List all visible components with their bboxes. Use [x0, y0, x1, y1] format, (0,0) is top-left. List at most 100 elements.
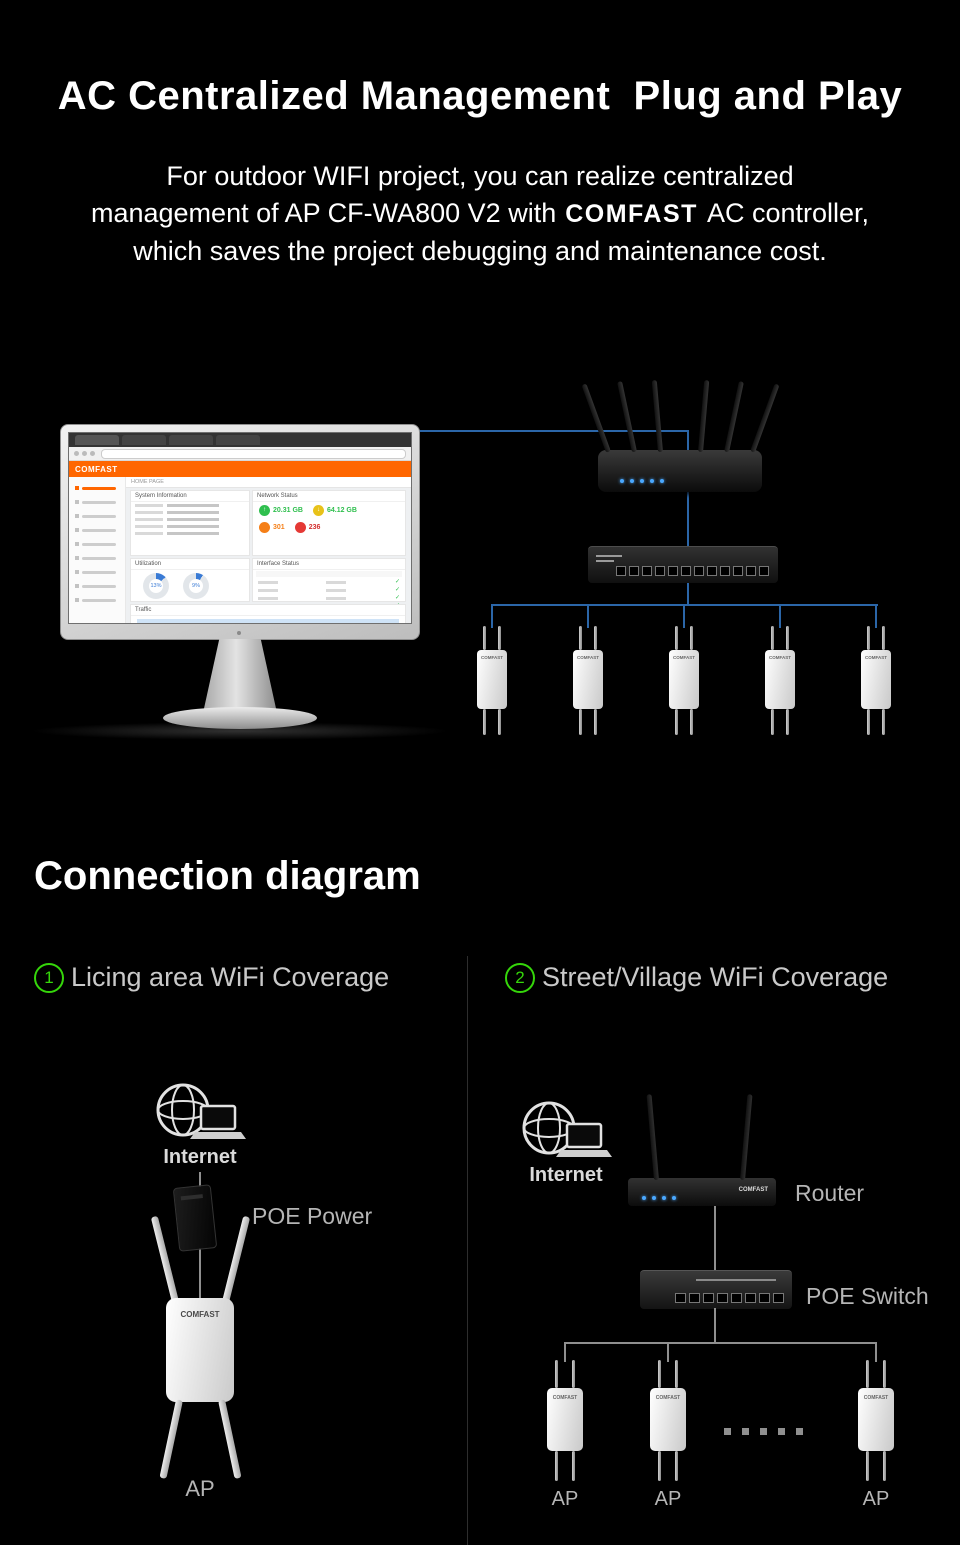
switch-ports	[675, 1293, 784, 1303]
connector-ap-drop-2	[587, 604, 589, 628]
sidebar-item	[69, 537, 125, 551]
browser-address-bar	[69, 447, 411, 461]
monitor-base	[163, 707, 317, 729]
sidebar-item	[69, 481, 125, 495]
ap-label: AP	[185, 1476, 215, 1501]
circled-number-1: 1	[34, 962, 64, 993]
router-antenna	[646, 1094, 659, 1181]
sessions-value: 301	[273, 524, 285, 531]
ap-device: COMFAST	[765, 626, 795, 736]
connector-router-drop	[687, 430, 689, 454]
router-antenna	[651, 380, 663, 453]
ap-label: AP	[654, 1488, 682, 1510]
more-aps-dots	[724, 1428, 803, 1435]
router-antenna	[581, 383, 611, 453]
upload-icon: ↑	[259, 505, 270, 516]
column-divider	[467, 956, 468, 1545]
router-leds	[620, 479, 664, 483]
system-info-card: System Information	[130, 490, 250, 556]
ap-logo: COMFAST	[577, 655, 599, 660]
line-ap-drop-1	[564, 1342, 566, 1362]
sessions-icon	[259, 522, 270, 533]
ap-label: AP	[551, 1488, 579, 1510]
sidebar-item	[69, 509, 125, 523]
connector-ap-drop-1	[491, 604, 493, 628]
browser-tab	[216, 435, 260, 445]
router-antenna	[617, 381, 637, 453]
monitor-stand	[203, 639, 277, 713]
switch-ports	[616, 566, 769, 576]
connector-switch-bus	[687, 582, 689, 606]
refresh-icon	[90, 451, 95, 456]
router-device: COMFAST	[628, 1094, 776, 1206]
router-logo: COMFAST	[738, 1187, 768, 1193]
ap-logo: COMFAST	[673, 655, 695, 660]
router-leds	[642, 1196, 676, 1200]
router-label: Router	[795, 1180, 865, 1206]
line-ap-drop-3	[875, 1342, 877, 1362]
intro-line-1: For outdoor WIFI project, you can realiz…	[166, 161, 794, 191]
ap-logo: COMFAST	[180, 1310, 220, 1319]
ap-logo: COMFAST	[481, 655, 503, 660]
ap-device: COMFAST	[573, 626, 603, 736]
download-value: 64.12 GB	[326, 507, 357, 514]
ap-device: COMFAST	[547, 1360, 583, 1484]
traffic-chart	[137, 619, 399, 623]
sidebar-item	[69, 565, 125, 579]
line-switch-bus	[714, 1308, 716, 1342]
download-icon: ↓	[312, 505, 324, 516]
ap-logo: COMFAST	[769, 655, 791, 660]
poe-power-label: POE Power	[252, 1203, 373, 1229]
alerts-value: 236	[308, 524, 321, 531]
cpu-gauge: 13%	[143, 573, 169, 599]
internet-label: Internet	[163, 1146, 237, 1168]
ap-label: AP	[862, 1488, 890, 1510]
ap-logo: COMFAST	[863, 1395, 889, 1401]
poe-switch-device	[640, 1270, 792, 1309]
intro-line-3: which saves the project debugging and ma…	[133, 236, 827, 266]
router-antenna	[698, 380, 710, 453]
ap-logo: COMFAST	[552, 1395, 578, 1401]
sidebar-item	[69, 495, 125, 509]
circled-number-2: 2	[505, 962, 535, 993]
line-router-switch	[714, 1206, 716, 1270]
network-status-card: Network Status ↑20.31 GB ↓64.12 GB 301 2…	[252, 490, 406, 556]
ap-device: COMFAST	[669, 626, 699, 736]
status-check-icon: ✓	[394, 595, 400, 601]
sidebar-item	[69, 579, 125, 593]
browser-tab	[122, 435, 166, 445]
dashboard-screenshot: COMFAST HOME PAGE System I	[68, 432, 412, 624]
dashboard-header: COMFAST	[69, 461, 411, 477]
forward-icon	[82, 451, 87, 456]
status-check-icon: ✓	[394, 579, 400, 585]
dashboard-brand-logo: COMFAST	[75, 464, 118, 474]
connector-monitor-router	[418, 430, 688, 432]
connector-ap-drop-3	[683, 604, 685, 628]
dashboard-sidebar	[69, 477, 126, 623]
alerts-icon	[294, 522, 306, 533]
switch-label-bars	[596, 555, 622, 565]
scenario2-title: 2 Street/Village WiFi Coverage	[505, 962, 888, 993]
interface-status-card: Interface Status ✓ ✓ ✓ ✓	[252, 558, 406, 609]
scenario1-title: 1 Licing area WiFi Coverage	[34, 962, 389, 993]
ap-device: COMFAST	[858, 1360, 894, 1484]
monitor-power-led	[237, 631, 241, 635]
back-icon	[74, 451, 79, 456]
sidebar-item	[69, 551, 125, 565]
ap-logo: COMFAST	[655, 1395, 681, 1401]
connector-ap-drop-4	[779, 604, 781, 628]
switch-device	[588, 546, 778, 583]
ap-device: COMFAST	[650, 1360, 686, 1484]
internet-label: Internet	[529, 1164, 603, 1186]
traffic-card: Traffic	[130, 604, 406, 623]
internet-globe-laptop-icon	[522, 1101, 612, 1157]
connector-router-switch	[687, 492, 689, 548]
browser-tab	[169, 435, 213, 445]
browser-tab	[75, 435, 119, 445]
ap-device: COMFAST	[477, 626, 507, 736]
monitor-shadow	[30, 722, 450, 740]
memory-gauge: 9%	[183, 573, 209, 599]
memory-percent: 9%	[189, 579, 203, 593]
comfast-brand-wordmark: COMFAST	[565, 200, 698, 228]
